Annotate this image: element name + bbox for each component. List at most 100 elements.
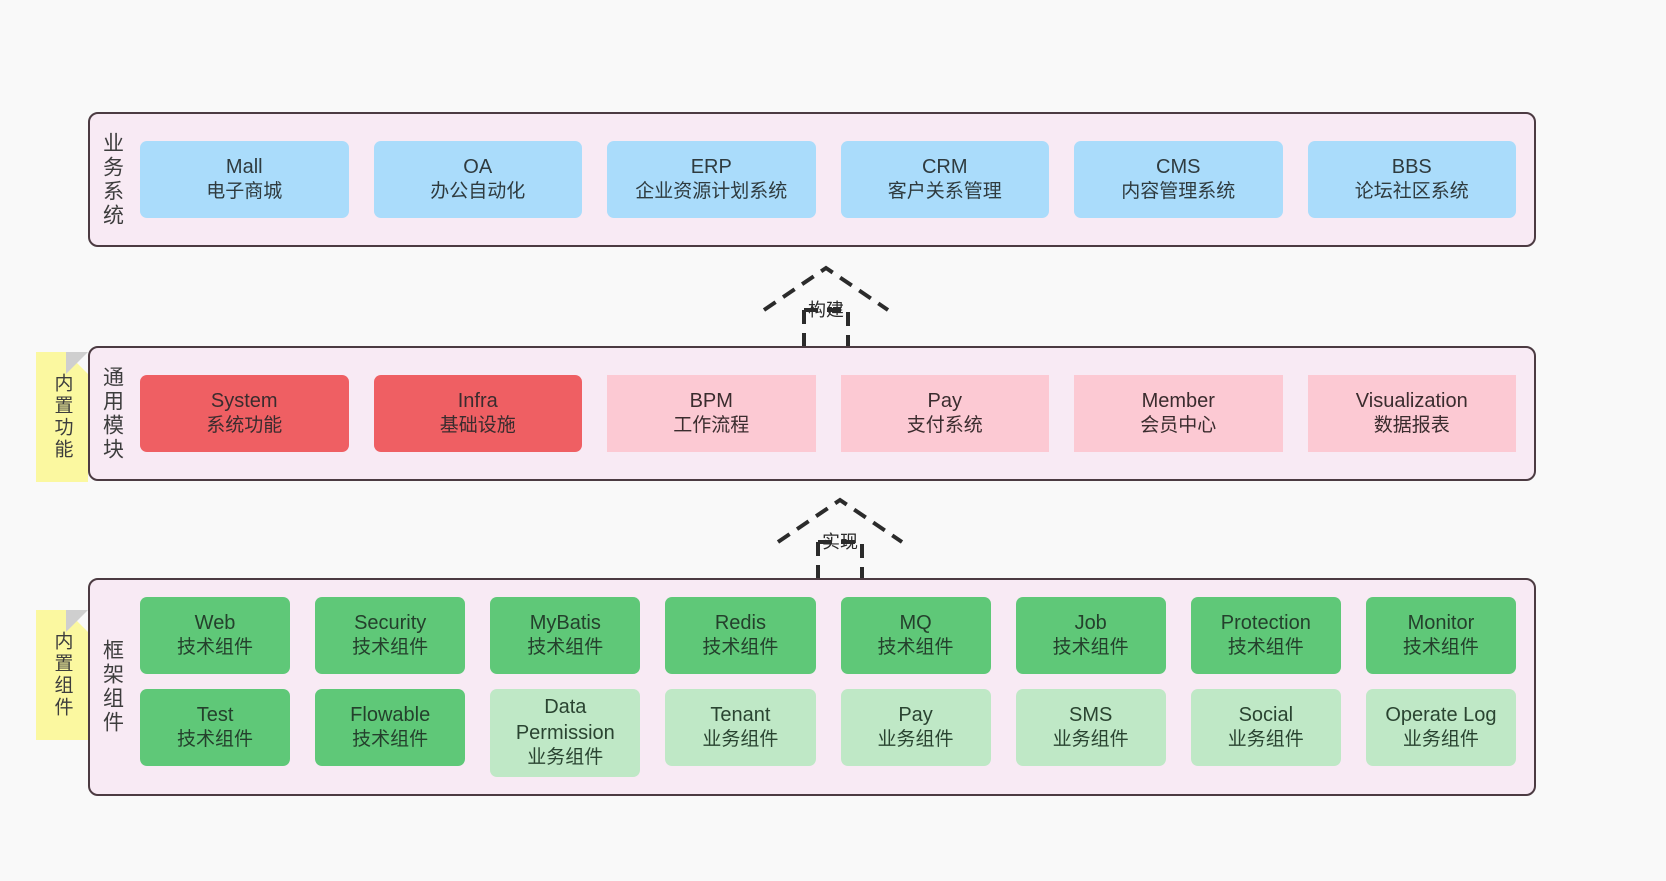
node-protection[interactable]: Protection 技术组件 [1190, 597, 1341, 675]
node-cell: CRM 客户关系管理 [840, 141, 1049, 218]
node-bbs[interactable]: BBS 论坛社区系统 [1307, 141, 1516, 218]
node-title: Flowable [350, 703, 431, 726]
node-erp[interactable]: ERP 企业资源计划系统 [607, 141, 816, 218]
node-visualization[interactable]: Visualization 数据报表 [1307, 375, 1516, 452]
node-cell: Web 技术组件 [140, 597, 291, 675]
node-cell: Pay 支付系统 [840, 375, 1049, 452]
node-member[interactable]: Member 会员中心 [1074, 375, 1283, 452]
node-cell: Member 会员中心 [1074, 375, 1283, 452]
node-title: Protection [1220, 611, 1311, 634]
node-mybatis[interactable]: MyBatis 技术组件 [490, 597, 641, 675]
node-subtitle: 会员中心 [1140, 415, 1217, 437]
node-cell: Data Permission 业务组件 [490, 689, 641, 777]
node-subtitle: 业务组件 [1227, 729, 1304, 751]
node-infra[interactable]: Infra 基础设施 [373, 375, 582, 452]
node-title: Visualization [1355, 389, 1468, 412]
connector-build-label: 构建 [808, 300, 844, 320]
node-subtitle: 系统功能 [206, 415, 283, 437]
node-monitor[interactable]: Monitor 技术组件 [1365, 597, 1516, 675]
node-cell: Social 业务组件 [1190, 689, 1341, 777]
node-title: Tenant [710, 703, 771, 726]
node-subtitle: 论坛社区系统 [1354, 181, 1469, 203]
node-subtitle: 客户关系管理 [887, 181, 1002, 203]
node-mq[interactable]: MQ 技术组件 [840, 597, 991, 675]
layer-common-module: 通用模块 System 系统功能 Infra 基础设施 [88, 346, 1536, 481]
sticky-note-text: 内置功能 [51, 373, 73, 461]
node-title: Data Permission [515, 696, 615, 744]
node-title: Pay [898, 703, 933, 726]
node-cell: Test 技术组件 [140, 689, 291, 777]
node-mall[interactable]: Mall 电子商城 [140, 141, 349, 218]
node-tenant[interactable]: Tenant 业务组件 [665, 689, 816, 767]
node-title: Monitor [1407, 611, 1475, 634]
node-title: CRM [921, 155, 968, 178]
node-subtitle: 业务组件 [1052, 729, 1129, 751]
node-title: Job [1074, 611, 1107, 634]
node-web[interactable]: Web 技术组件 [140, 597, 291, 675]
node-subtitle: 业务组件 [1402, 729, 1479, 751]
node-cell: Pay 业务组件 [840, 689, 991, 777]
node-oa[interactable]: OA 办公自动化 [373, 141, 582, 218]
node-subtitle: 业务组件 [877, 729, 954, 751]
node-cell: CMS 内容管理系统 [1074, 141, 1283, 218]
node-title: BBS [1391, 155, 1432, 178]
node-subtitle: 技术组件 [877, 637, 954, 659]
node-cell: OA 办公自动化 [373, 141, 582, 218]
node-cell: MyBatis 技术组件 [490, 597, 641, 675]
node-social[interactable]: Social 业务组件 [1190, 689, 1341, 767]
node-title: CMS [1156, 155, 1201, 178]
node-bpm[interactable]: BPM 工作流程 [607, 375, 816, 452]
node-cell: Mall 电子商城 [140, 141, 349, 218]
node-operate-log[interactable]: Operate Log 业务组件 [1365, 689, 1516, 767]
node-sms[interactable]: SMS 业务组件 [1015, 689, 1166, 767]
node-crm[interactable]: CRM 客户关系管理 [840, 141, 1049, 218]
node-title: OA [463, 155, 493, 178]
node-title: Pay [927, 389, 962, 412]
node-cell: MQ 技术组件 [840, 597, 991, 675]
sticky-note-text: 内置组件 [51, 631, 73, 719]
node-cell: System 系统功能 [140, 375, 349, 452]
node-cms[interactable]: CMS 内容管理系统 [1074, 141, 1283, 218]
node-title: ERP [690, 155, 732, 178]
node-cell: Monitor 技术组件 [1365, 597, 1516, 675]
node-subtitle: 数据报表 [1373, 415, 1450, 437]
layer-framework-component-label: 框架组件 [100, 639, 124, 735]
layer-common-module-label: 通用模块 [100, 365, 124, 462]
node-subtitle: 基础设施 [439, 415, 516, 437]
node-security[interactable]: Security 技术组件 [315, 597, 466, 675]
sticky-note-built-in-components: 内置组件 [36, 610, 88, 740]
node-pay-component[interactable]: Pay 业务组件 [840, 689, 991, 767]
node-system[interactable]: System 系统功能 [140, 375, 349, 452]
node-cell: Job 技术组件 [1015, 597, 1166, 675]
layer-framework-component: 框架组件 Web 技术组件 Security 技术组件 [88, 578, 1536, 796]
node-title: Social [1238, 703, 1294, 726]
node-title: Member [1141, 389, 1215, 412]
node-data-permission[interactable]: Data Permission 业务组件 [490, 689, 641, 777]
node-flowable[interactable]: Flowable 技术组件 [315, 689, 466, 767]
layer-business-system-label: 业务系统 [100, 131, 124, 228]
node-cell: Redis 技术组件 [665, 597, 816, 675]
node-title: Web [194, 611, 236, 634]
node-cell: Security 技术组件 [315, 597, 466, 675]
node-title: Operate Log [1385, 703, 1497, 726]
node-job[interactable]: Job 技术组件 [1015, 597, 1166, 675]
node-cell: Visualization 数据报表 [1307, 375, 1516, 452]
node-title: MyBatis [529, 611, 601, 634]
node-title: Redis [714, 611, 766, 634]
node-title: SMS [1069, 703, 1113, 726]
node-subtitle: 业务组件 [527, 747, 604, 769]
node-test[interactable]: Test 技术组件 [140, 689, 291, 767]
node-pay[interactable]: Pay 支付系统 [840, 375, 1049, 452]
node-row: Web 技术组件 Security 技术组件 MyBatis 技术组件 [140, 597, 1516, 675]
node-cell: BPM 工作流程 [607, 375, 816, 452]
node-cell: Flowable 技术组件 [315, 689, 466, 777]
connector-implement-label: 实现 [822, 532, 858, 552]
node-subtitle: 企业资源计划系统 [635, 181, 788, 203]
node-row: System 系统功能 Infra 基础设施 BPM 工作流程 [140, 375, 1516, 452]
generalization-arrow-icon [776, 497, 904, 582]
node-title: BPM [689, 389, 733, 412]
node-subtitle: 支付系统 [906, 415, 983, 437]
node-redis[interactable]: Redis 技术组件 [665, 597, 816, 675]
node-subtitle: 业务组件 [702, 729, 779, 751]
sticky-note-built-in-features: 内置功能 [36, 352, 88, 482]
